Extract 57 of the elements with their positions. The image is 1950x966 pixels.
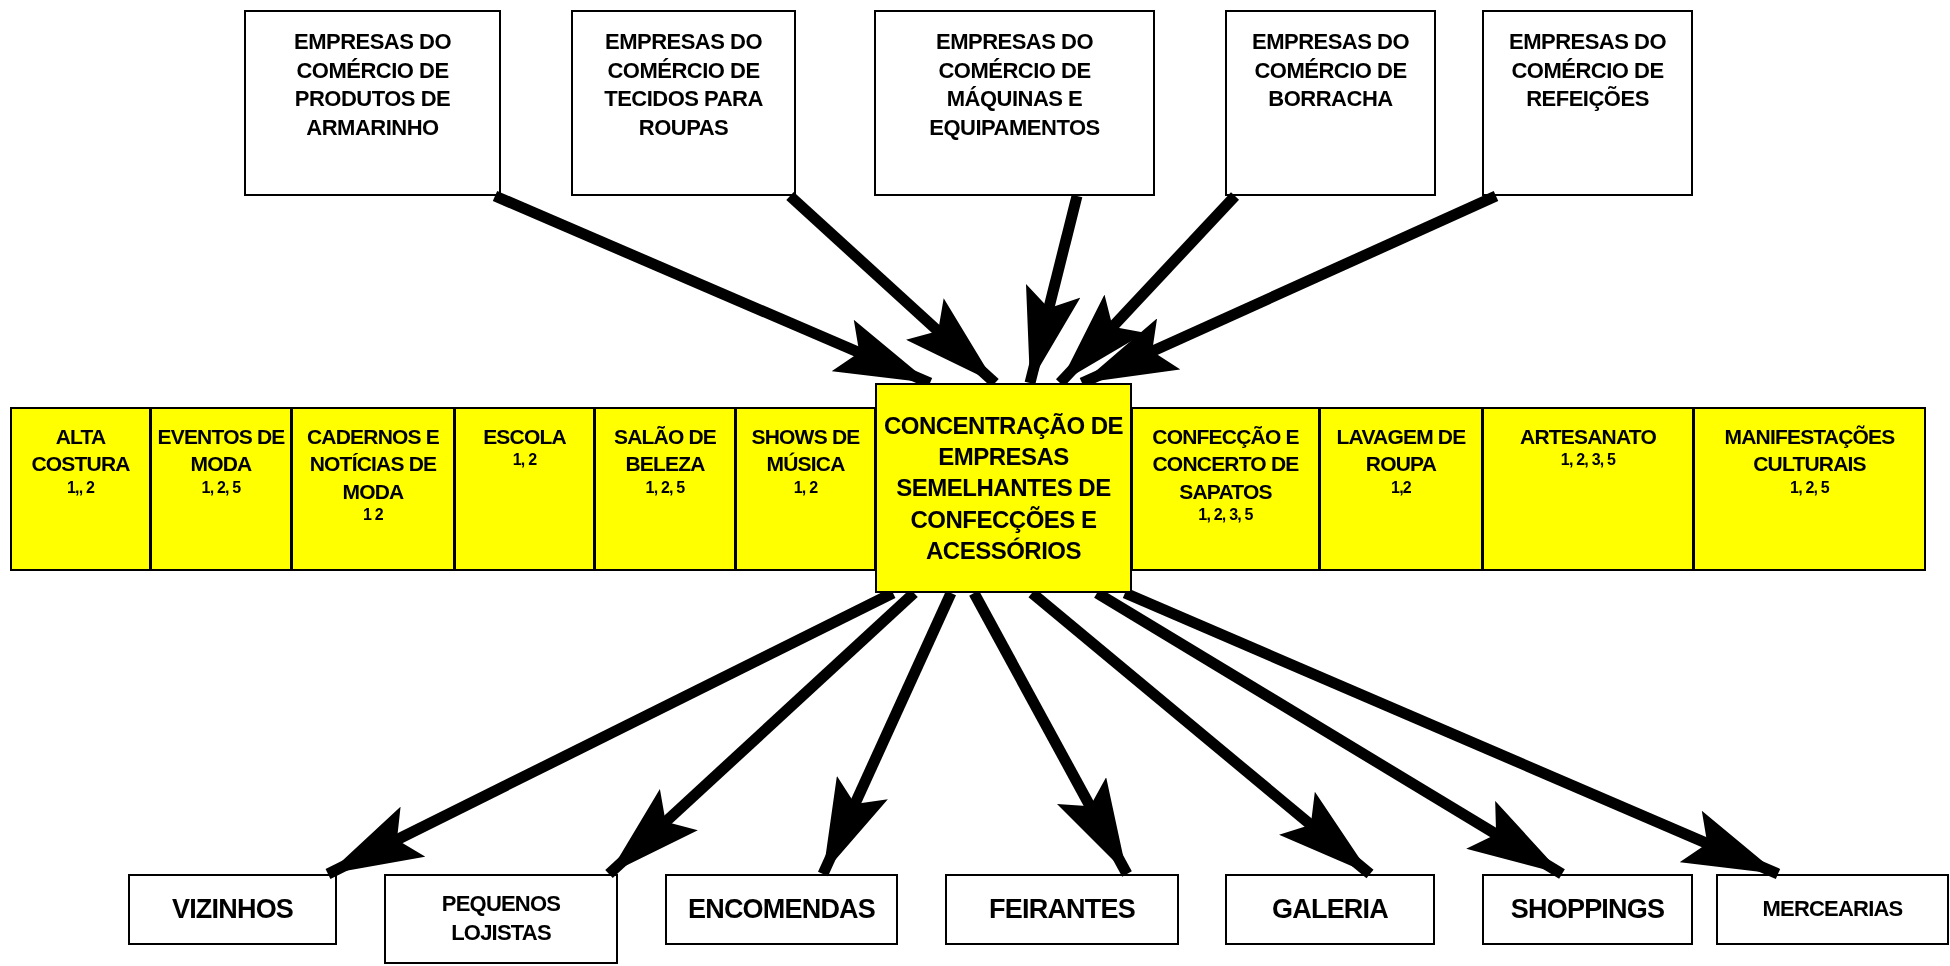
- node-label: EMPRESAS DO COMÉRCIO DE MÁQUINAS E EQUIPAMENTOS: [928, 28, 1101, 142]
- activity-cell: [1319, 407, 1483, 571]
- activity-cell: [594, 407, 736, 571]
- supplier-box: [874, 10, 1155, 196]
- node-label: MANIFESTAÇÕES CULTURAIS: [1723, 424, 1896, 478]
- activity-cell: [150, 407, 292, 571]
- node-label: GALERIA: [1272, 894, 1388, 925]
- node-label: EMPRESAS DO COMÉRCIO DE TECIDOS PARA ROUPAS: [603, 28, 764, 142]
- supplier-box: [244, 10, 501, 196]
- activity-cell: [1693, 407, 1926, 571]
- node-label: EMPRESAS DO COMÉRCIO DE REFEIÇÕES: [1507, 28, 1668, 114]
- customer-box: [128, 874, 337, 945]
- node-label: CADERNOS E NOTÍCIAS DE MODA: [306, 424, 440, 505]
- node-label: CONFECÇÃO E CONCERTO DE SAPATOS: [1151, 424, 1300, 505]
- reference-numbers: 1, 2: [512, 450, 537, 471]
- node-label: EVENTOS DE MODA: [156, 424, 286, 478]
- customer-box: [384, 874, 618, 964]
- reference-numbers: 1, 2, 5: [645, 477, 685, 498]
- supplier-box: [571, 10, 796, 196]
- activity-cell: [1482, 407, 1694, 571]
- customer-box: [665, 874, 898, 945]
- reference-numbers: 1 2: [363, 504, 383, 525]
- node-label: LAVAGEM DE ROUPA: [1335, 424, 1467, 478]
- node-label: VIZINHOS: [171, 894, 294, 925]
- supplier-box: [1225, 10, 1436, 196]
- node-label: ESCOLA: [483, 424, 566, 450]
- reference-numbers: 1, 2: [793, 477, 818, 498]
- node-label: EMPRESAS DO COMÉRCIO DE PRODUTOS DE ARMARINHO: [292, 28, 453, 142]
- activity-cell: [454, 407, 595, 571]
- customer-box: [1482, 874, 1693, 945]
- central-box: [875, 383, 1132, 593]
- node-label: SHOWS DE MÚSICA: [750, 424, 861, 478]
- node-label: ARTESANATO: [1520, 424, 1656, 450]
- reference-numbers: 1, 2, 5: [201, 477, 241, 498]
- node-label: FEIRANTES: [989, 894, 1135, 925]
- customer-box: [945, 874, 1179, 945]
- node-label: ALTA COSTURA: [30, 424, 131, 478]
- node-label: PEQUENOS LOJISTAS: [440, 890, 562, 947]
- node-label: MERCEARIAS: [1762, 895, 1903, 924]
- node-label: EMPRESAS DO COMÉRCIO DE BORRACHA: [1250, 28, 1411, 114]
- node-label: SHOPPINGS: [1510, 894, 1665, 925]
- node-label: ENCOMENDAS: [688, 894, 875, 925]
- activity-cell: [1131, 407, 1320, 571]
- reference-numbers: 1,, 2: [66, 477, 95, 498]
- activity-cell: [291, 407, 455, 571]
- reference-numbers: 1, 2, 5: [1790, 477, 1829, 498]
- customer-box: [1225, 874, 1435, 945]
- customer-box: [1716, 874, 1949, 945]
- node-label: SALÃO DE BELEZA: [612, 424, 718, 478]
- arrow: [1024, 194, 1083, 385]
- node-label: CONCENTRAÇÃO DE EMPRESAS SEMELHANTES DE CONFECÇÕES E ACESSÓRIOS: [882, 411, 1125, 566]
- supplier-box: [1482, 10, 1693, 196]
- activity-cell: [735, 407, 876, 571]
- reference-numbers: 1, 2, 3, 5: [1560, 450, 1616, 471]
- reference-numbers: 1,2: [1391, 477, 1411, 498]
- reference-numbers: 1, 2, 3, 5: [1198, 504, 1253, 525]
- activity-cell: [10, 407, 151, 571]
